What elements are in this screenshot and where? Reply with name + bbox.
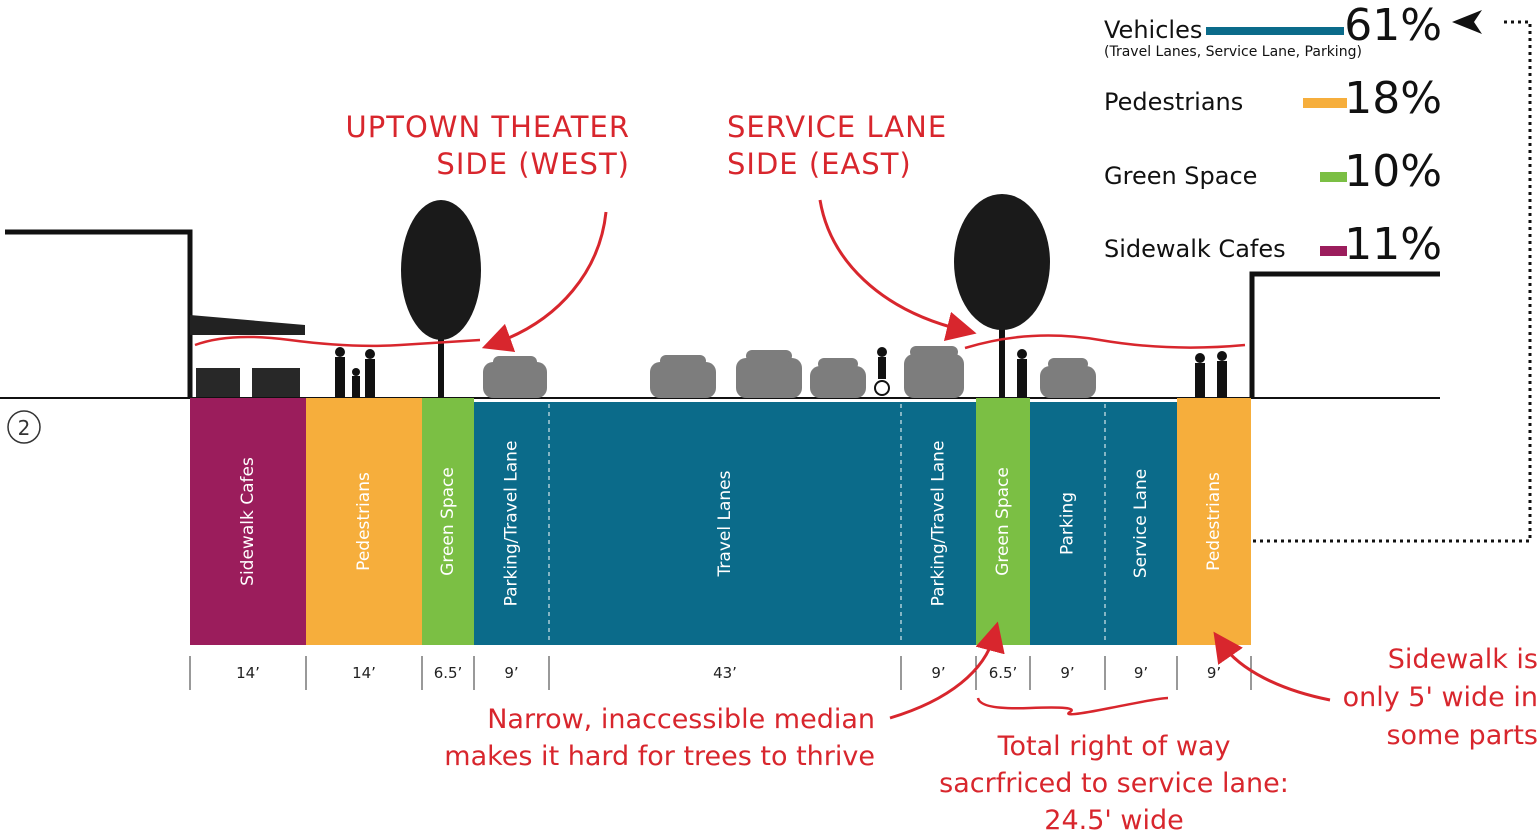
median-note-line2: makes it hard for trees to thrive xyxy=(444,741,875,772)
dimension-label: 9’ xyxy=(1134,664,1148,682)
legend-vehicles-swatch xyxy=(1206,27,1344,35)
segment-label: Green Space xyxy=(438,467,458,576)
people-icon xyxy=(1195,351,1227,398)
segment-label: Service Lane xyxy=(1131,469,1151,578)
dimension-label: 9’ xyxy=(1060,664,1074,682)
sidewalk-note-line2: only 5' wide in xyxy=(1343,682,1538,713)
dimension-label: 6.5’ xyxy=(989,664,1018,682)
cafe-diners-icon xyxy=(196,368,300,398)
east-arrow xyxy=(818,199,977,342)
row-brace xyxy=(976,696,1169,716)
west-side-title-line2: SIDE (WEST) xyxy=(436,147,630,181)
cyclist-icon xyxy=(874,347,890,396)
person-icon xyxy=(1017,349,1027,398)
sidewalk-note-line3: some parts xyxy=(1386,720,1538,751)
median-arrow xyxy=(889,621,1005,720)
dimension-label: 9’ xyxy=(504,664,518,682)
segment-label: Green Space xyxy=(993,467,1013,576)
legend-cafes-label: Sidewalk Cafes xyxy=(1104,235,1286,263)
segment-label: Sidewalk Cafes xyxy=(238,457,258,586)
median-note-line1: Narrow, inaccessible median xyxy=(487,704,875,735)
legend-connector-arrowhead xyxy=(1452,10,1482,34)
segment-travel-lanes xyxy=(549,402,901,645)
segment-parking xyxy=(1030,402,1105,645)
dimension-label: 14’ xyxy=(236,664,260,682)
segment-label: Pedestrians xyxy=(1204,472,1224,571)
row-note-line3: 24.5' wide xyxy=(1044,805,1183,836)
legend-green-swatch xyxy=(1320,172,1347,182)
dimension-lines: 14’ 14’ 6.5’ 9’ 43’ 9’ 6.5’ 9’ 9’ 9’ xyxy=(189,656,1252,690)
dimension-label: 6.5’ xyxy=(434,664,463,682)
legend-green-label: Green Space xyxy=(1104,162,1257,190)
car-icon xyxy=(483,356,547,398)
people-icon xyxy=(335,347,375,397)
west-tree-icon xyxy=(401,200,481,398)
segment-label: Travel Lanes xyxy=(715,470,735,577)
segment-label: Parking/Travel Lane xyxy=(929,441,949,607)
car-icon xyxy=(736,350,802,398)
segment-green-space xyxy=(976,398,1030,645)
cafe-awning xyxy=(190,315,305,335)
sidewalk-arrow xyxy=(1213,631,1331,702)
legend: Vehicles (Travel Lanes, Service Lane, Pa… xyxy=(1104,0,1442,270)
car-icon xyxy=(904,346,964,398)
segment-parking-travel-lane xyxy=(474,402,549,645)
east-tree-icon xyxy=(954,194,1050,398)
dimension-label: 9’ xyxy=(931,664,945,682)
east-side-title-line2: SIDE (EAST) xyxy=(727,147,912,181)
east-building-outline xyxy=(1249,271,1440,398)
legend-cafes-pct: 11% xyxy=(1344,219,1442,270)
segment-label: Pedestrians xyxy=(354,472,374,571)
legend-pedestrians-swatch xyxy=(1303,98,1347,108)
segment-pedestrians xyxy=(1177,398,1251,645)
legend-vehicles-pct: 61% xyxy=(1344,0,1442,51)
section-number: 2 xyxy=(18,416,31,440)
car-icon xyxy=(650,355,716,398)
west-building-outline xyxy=(5,229,193,398)
dimension-label: 9’ xyxy=(1207,664,1221,682)
segment-service-lane xyxy=(1105,402,1177,645)
legend-pedestrians-label: Pedestrians xyxy=(1104,88,1243,116)
west-arrow xyxy=(481,211,608,353)
segment-parking-travel-lane xyxy=(901,402,976,645)
row-note-line2: sacrfriced to service lane: xyxy=(939,768,1289,799)
east-side-title-line1: SERVICE LANE xyxy=(727,110,947,144)
car-icon xyxy=(1040,358,1096,398)
sidewalk-note-line1: Sidewalk is xyxy=(1388,644,1538,675)
legend-vehicles-label: Vehicles xyxy=(1104,16,1202,44)
west-sidewalk-brace xyxy=(194,335,481,348)
segment-bars: Sidewalk Cafes Pedestrians Green Space Park… xyxy=(190,398,1251,645)
dimension-label: 14’ xyxy=(352,664,376,682)
legend-cafes-swatch xyxy=(1320,246,1347,256)
legend-green-pct: 10% xyxy=(1344,146,1442,197)
segment-label: Parking xyxy=(1058,492,1078,555)
legend-vehicles-sub: (Travel Lanes, Service Lane, Parking) xyxy=(1104,44,1362,60)
legend-pedestrians-pct: 18% xyxy=(1344,73,1442,124)
car-icon xyxy=(810,358,866,398)
segment-sidewalk-cafes xyxy=(190,398,306,645)
segment-pedestrians xyxy=(306,398,422,645)
section-number-badge xyxy=(7,410,41,444)
dimension-label: 43’ xyxy=(713,664,737,682)
west-side-title-line1: UPTOWN THEATER xyxy=(346,110,630,144)
east-sidewalk-brace xyxy=(964,334,1246,350)
segment-green-space xyxy=(422,398,474,645)
row-note-line1: Total right of way xyxy=(997,731,1231,762)
segment-label: Parking/Travel Lane xyxy=(502,441,522,607)
